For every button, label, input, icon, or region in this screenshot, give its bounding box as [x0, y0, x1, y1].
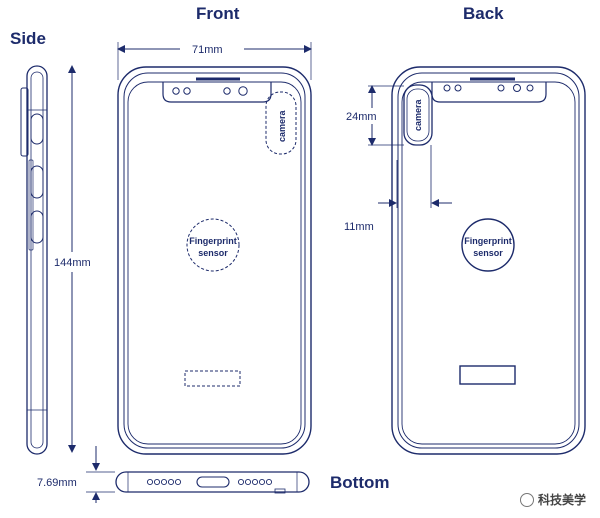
title-side: Side: [10, 29, 46, 48]
height-label: 144mm: [54, 257, 91, 269]
front-fp-line2: sensor: [198, 248, 228, 258]
bottom-view: [115, 471, 310, 494]
width-label: 71mm: [192, 44, 223, 56]
title-front: Front: [196, 4, 240, 23]
side-view: [20, 65, 48, 455]
back-fp-line1: Fingerprint: [464, 236, 512, 246]
back-view: camera Fingerprint sensor: [391, 66, 586, 455]
thickness-dimension: 7.69mm: [37, 446, 115, 503]
title-back: Back: [463, 4, 504, 23]
watermark-text: 科技美学: [537, 493, 586, 507]
camera-offset-label: 11mm: [344, 221, 374, 233]
camera-height-label: 24mm: [346, 111, 377, 123]
back-fp-line2: sensor: [473, 248, 503, 258]
watermark: 科技美学: [519, 491, 586, 508]
thickness-label: 7.69mm: [37, 477, 77, 489]
front-view: 71mm camera Fingerprint sensor: [117, 42, 312, 455]
camera-dimensions: 24mm 11mm: [344, 85, 452, 233]
back-camera-label: camera: [413, 98, 423, 131]
title-bottom: Bottom: [330, 473, 389, 492]
front-fp-line1: Fingerprint: [189, 236, 237, 246]
wechat-icon: [519, 492, 534, 507]
height-dimension: 144mm: [54, 65, 91, 453]
front-camera-label: camera: [277, 109, 287, 142]
